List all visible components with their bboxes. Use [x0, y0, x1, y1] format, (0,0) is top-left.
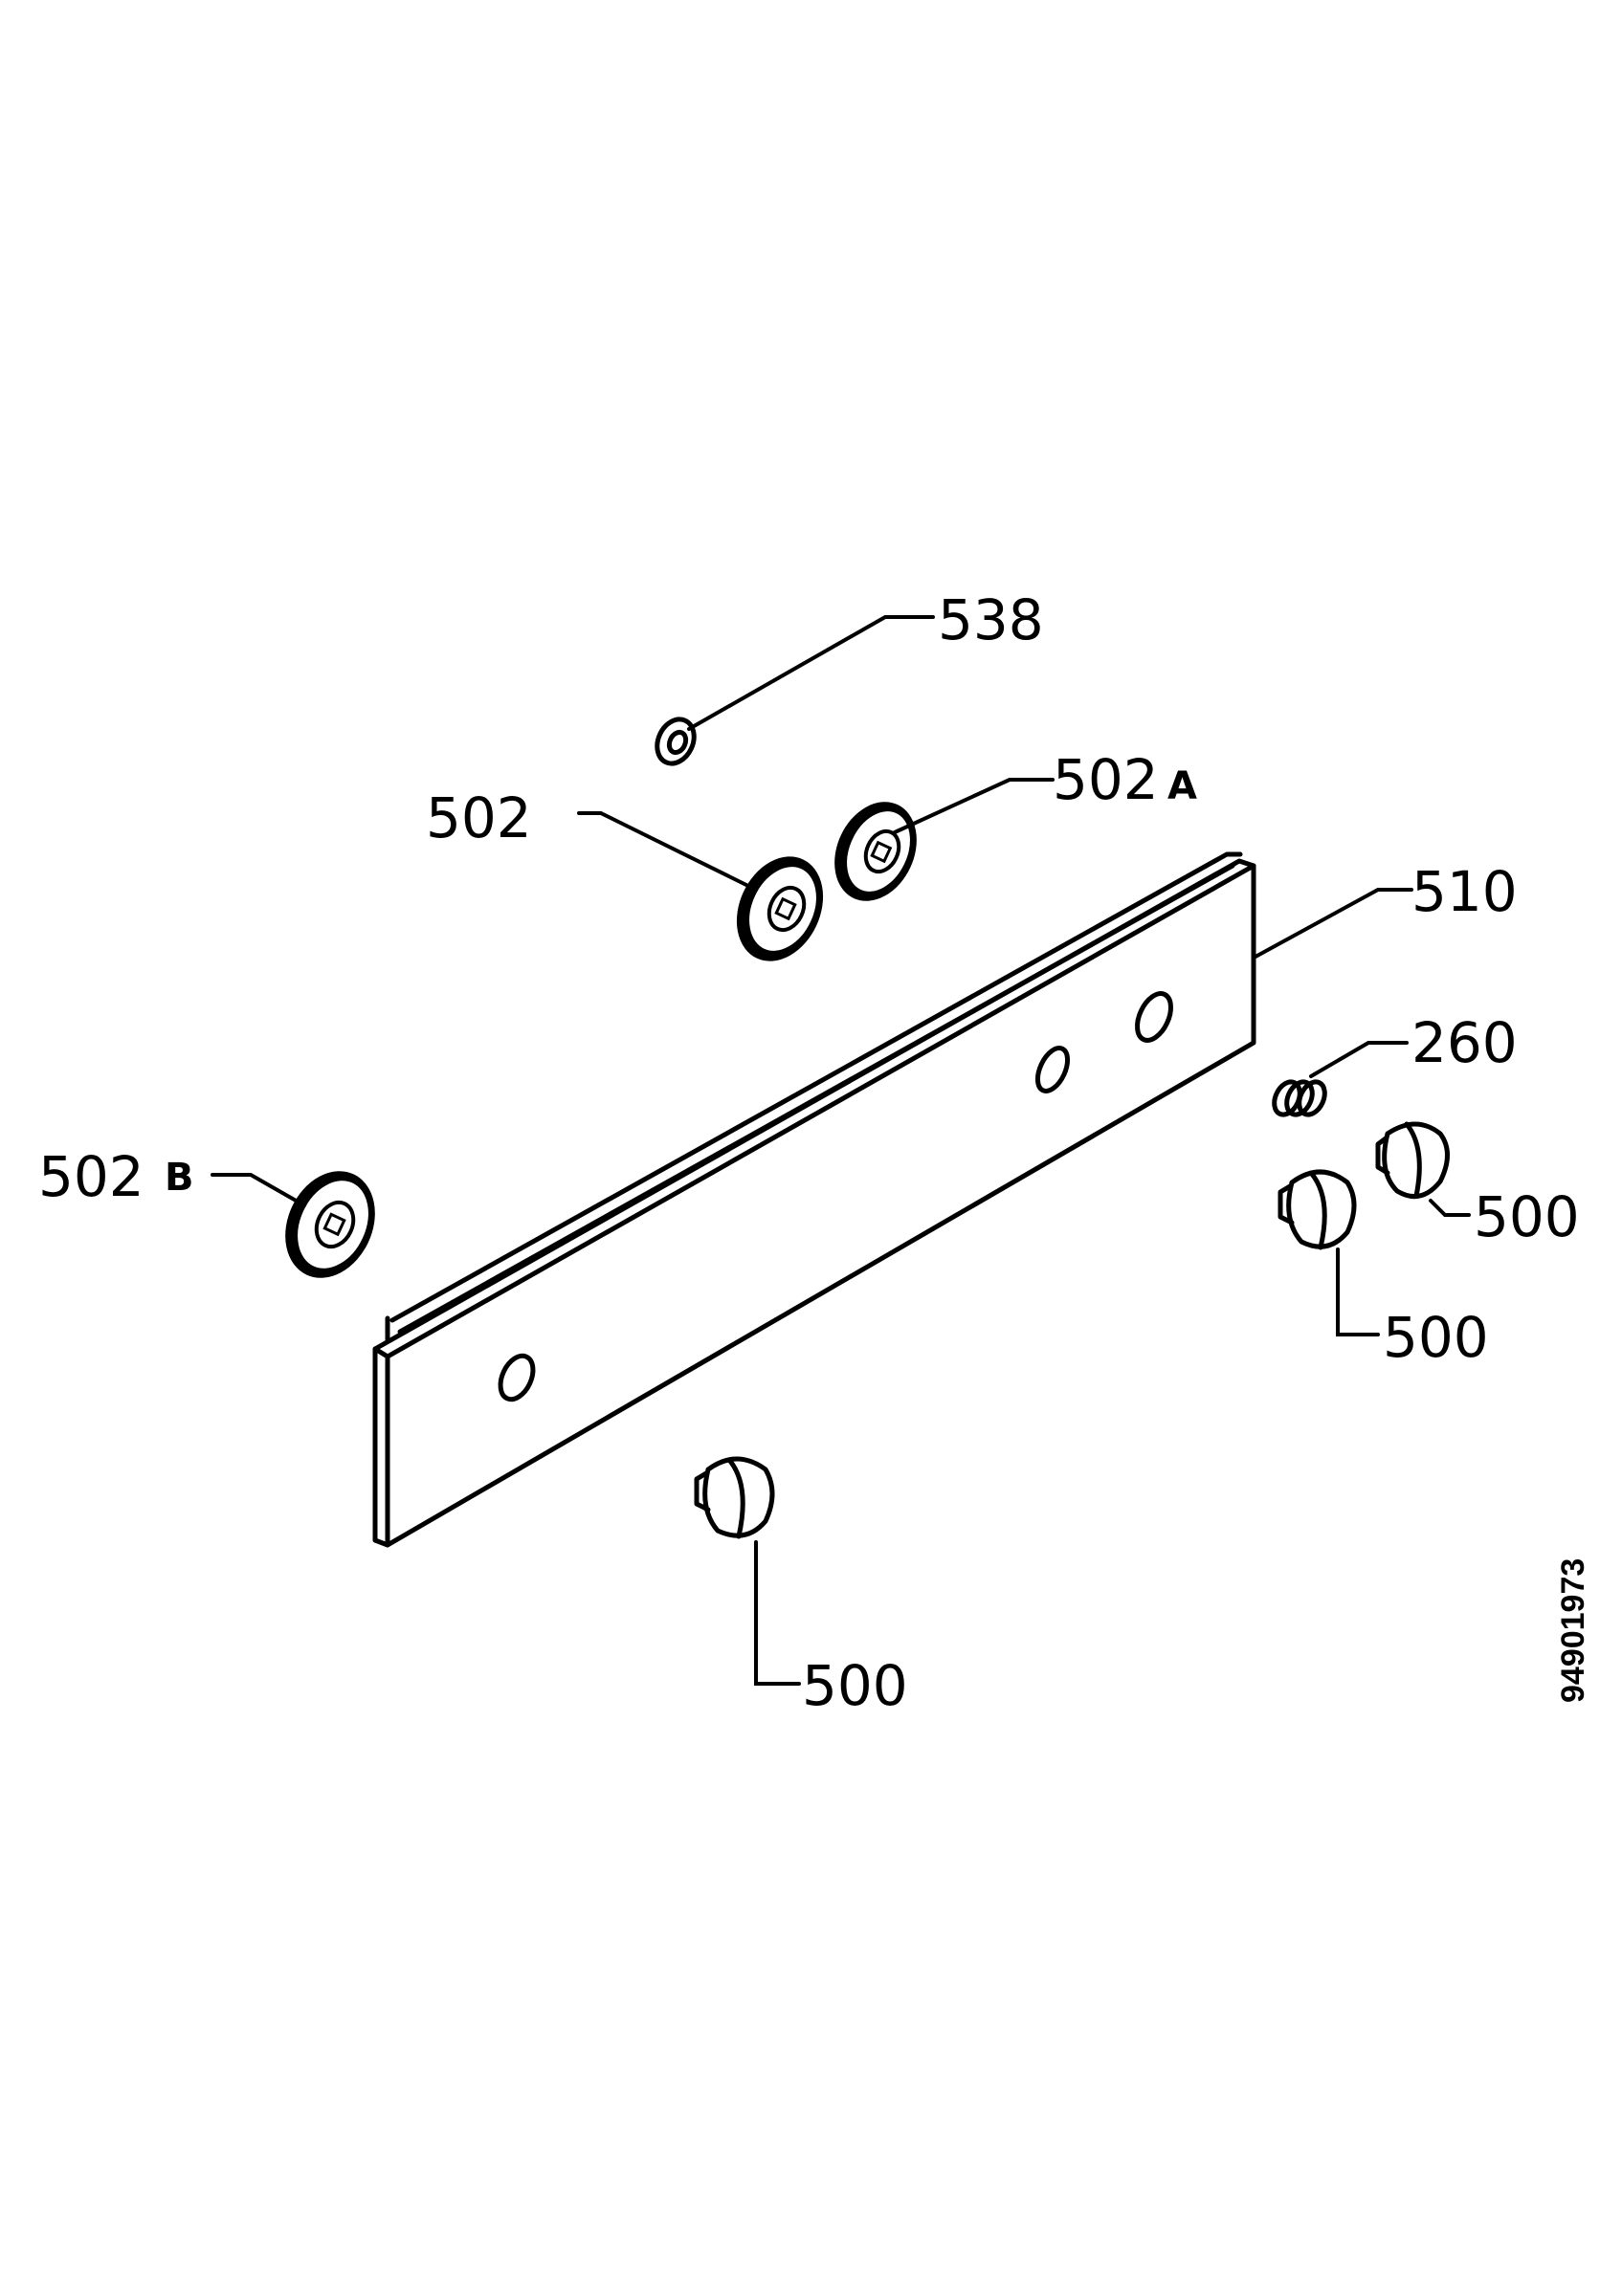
- leader-260: [1309, 1041, 1409, 1078]
- knob-500-right-bottom: [1278, 1169, 1357, 1250]
- nut-538: [655, 717, 697, 766]
- control-panel-510: [372, 851, 1256, 1548]
- leader-538: [687, 615, 935, 731]
- knob-500-right-top: [1375, 1121, 1450, 1200]
- label-538: 538: [938, 587, 1044, 652]
- document-number: 94901973: [1555, 1558, 1591, 1703]
- leader-502a: [893, 778, 1055, 834]
- spring-260: [1272, 1079, 1327, 1117]
- leader-502b: [211, 1173, 306, 1207]
- disc-502: [736, 856, 824, 961]
- label-502a-number: 502: [1053, 747, 1159, 812]
- leader-510: [1254, 888, 1413, 959]
- label-510: 510: [1411, 859, 1518, 924]
- panel-hole-right: [1135, 991, 1173, 1043]
- label-502b-suffix: B: [165, 1156, 194, 1200]
- knob-500-bottom: [694, 1456, 775, 1539]
- label-502b-number: 502: [38, 1144, 144, 1209]
- disc-502b: [285, 1171, 375, 1278]
- leader-500-right-top: [1429, 1199, 1471, 1217]
- label-502: 502: [426, 785, 532, 850]
- label-500-right-bottom: 500: [1383, 1305, 1489, 1370]
- panel-hole-left: [498, 1353, 536, 1402]
- panel-hole-middle: [1034, 1046, 1071, 1093]
- leader-500-bottom: [754, 1540, 801, 1686]
- leader-500-right-bottom: [1336, 1247, 1380, 1336]
- disc-502a: [834, 802, 917, 901]
- label-260: 260: [1411, 1010, 1518, 1075]
- label-502a-suffix: A: [1167, 764, 1197, 808]
- leader-502: [577, 811, 758, 892]
- label-500-bottom: 500: [802, 1653, 908, 1718]
- label-500-right-top: 500: [1474, 1184, 1580, 1249]
